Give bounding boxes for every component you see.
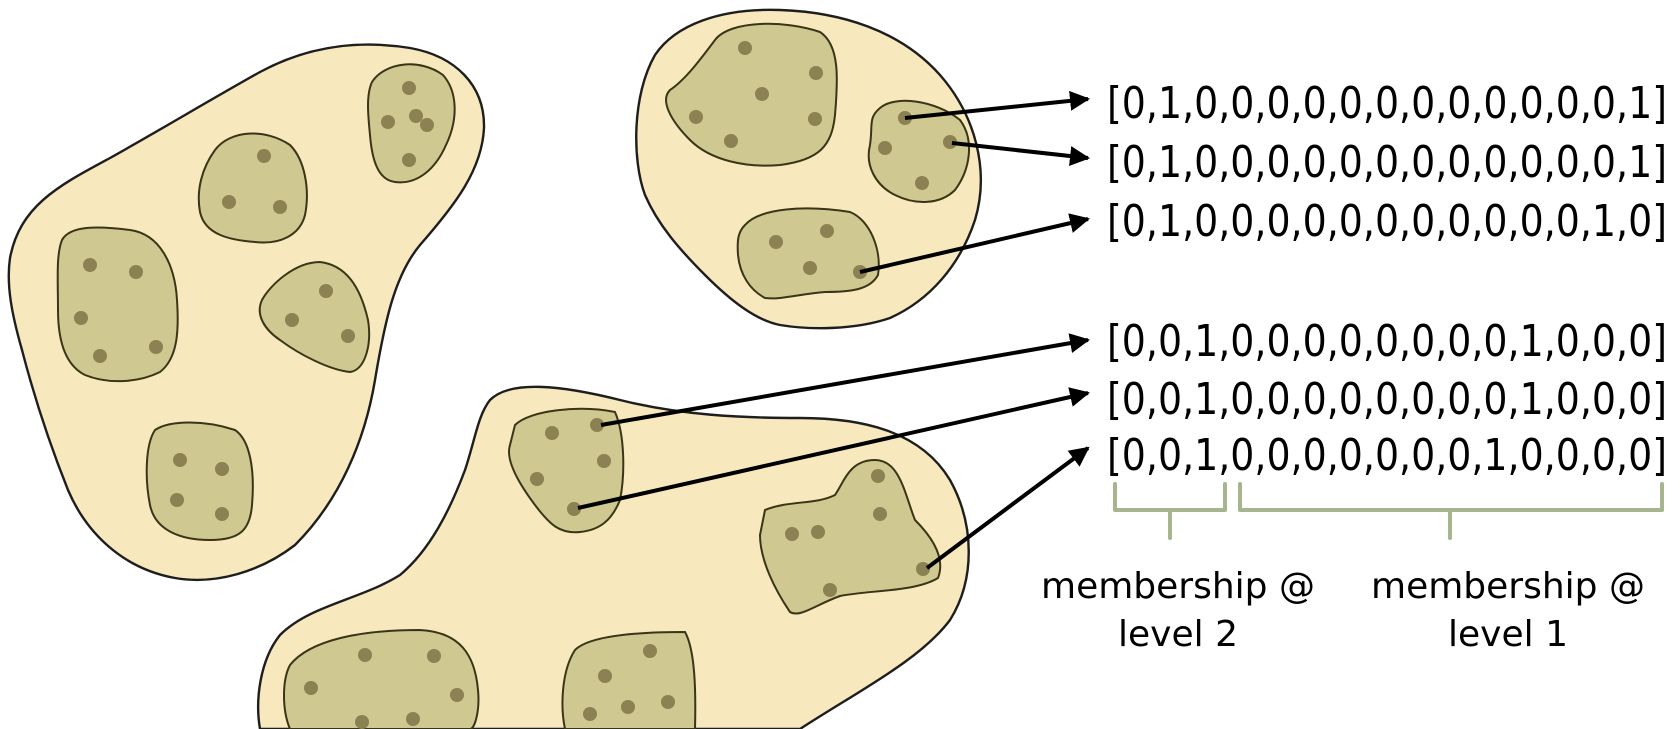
brace-level-2 (1115, 484, 1225, 538)
data-point (285, 313, 299, 327)
data-point (129, 265, 143, 279)
data-point (820, 224, 834, 238)
data-point (74, 311, 88, 325)
data-point (545, 426, 559, 440)
vector-3: [0,1,0,0,0,0,0,0,0,0,0,0,0,1,0] (1107, 196, 1667, 247)
subcluster-left-e (147, 423, 253, 541)
data-point (769, 235, 783, 249)
data-point (621, 700, 635, 714)
data-point (402, 81, 416, 95)
data-point (170, 493, 184, 507)
data-point (823, 583, 837, 597)
data-point (583, 707, 597, 721)
data-point (381, 115, 395, 129)
data-point (257, 149, 271, 163)
data-point (643, 644, 657, 658)
data-point (355, 715, 369, 729)
caption-level-1-line2: level 1 (1448, 614, 1568, 655)
data-point (803, 261, 817, 275)
data-point (406, 712, 420, 726)
vector-4: [0,0,1,0,0,0,0,0,0,0,0,1,0,0,0] (1107, 316, 1667, 367)
subcluster-left-b (199, 134, 307, 243)
data-point (304, 681, 318, 695)
cluster-bottom (258, 387, 969, 729)
vector-2: [0,1,0,0,0,0,0,0,0,0,0,0,0,0,1] (1107, 137, 1667, 188)
subcluster-top-c (738, 208, 879, 298)
data-point (871, 469, 885, 483)
subcluster-left-c (58, 227, 178, 381)
data-point (93, 349, 107, 363)
data-point (222, 195, 236, 209)
brace-level-1 (1240, 484, 1662, 538)
vector-6: [0,0,1,0,0,0,0,0,0,0,1,0,0,0,0] (1107, 430, 1667, 481)
data-point (319, 284, 333, 298)
data-point (738, 41, 752, 55)
data-point (341, 329, 355, 343)
data-point (402, 153, 416, 167)
data-point (785, 527, 799, 541)
captions: membership @ level 2 membership @ level … (1041, 566, 1645, 655)
caption-level-2-line2: level 2 (1118, 614, 1238, 655)
data-point (450, 688, 464, 702)
vector-1: [0,1,0,0,0,0,0,0,0,0,0,0,0,0,1] (1107, 78, 1667, 129)
subcluster-bottom-d (562, 632, 695, 729)
membership-vectors: [0,1,0,0,0,0,0,0,0,0,0,0,0,0,1] [0,1,0,0… (1107, 78, 1667, 481)
arrow-4 (601, 340, 1088, 425)
cluster-left (9, 45, 484, 580)
data-point (755, 87, 769, 101)
data-point (273, 200, 287, 214)
data-point (215, 462, 229, 476)
data-point (873, 507, 887, 521)
data-point (811, 525, 825, 539)
data-point (358, 648, 372, 662)
data-point (530, 472, 544, 486)
data-point (878, 141, 892, 155)
data-point (661, 695, 675, 709)
caption-level-1-line1: membership @ (1371, 566, 1645, 607)
data-point (809, 66, 823, 80)
data-point (149, 340, 163, 354)
braces (1115, 484, 1662, 538)
data-point (83, 258, 97, 272)
data-point (215, 507, 229, 521)
data-point (689, 110, 703, 124)
data-point (597, 454, 611, 468)
data-point (173, 453, 187, 467)
data-point (409, 109, 423, 123)
data-point (598, 669, 612, 683)
data-point (915, 176, 929, 190)
cluster-top (636, 10, 981, 328)
data-point (808, 112, 822, 126)
data-point (427, 649, 441, 663)
data-point (420, 118, 434, 132)
data-point (724, 134, 738, 148)
vector-5: [0,0,1,0,0,0,0,0,0,0,0,1,0,0,0] (1107, 374, 1667, 425)
caption-level-2-line1: membership @ (1041, 566, 1315, 607)
